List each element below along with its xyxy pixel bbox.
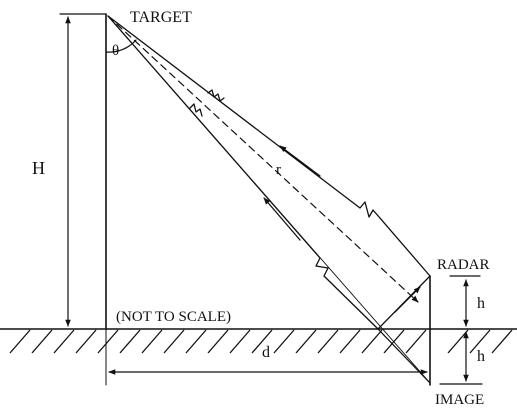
reflected-ray — [107, 15, 379, 330]
reflected-ray-arrow — [263, 197, 301, 241]
image-extension-line — [377, 328, 431, 384]
radar-label: RADAR — [437, 257, 490, 273]
h-upper-label: h — [477, 295, 485, 312]
direct-ray-wave — [207, 89, 225, 102]
distance-d-label: d — [262, 344, 270, 361]
image-label: IMAGE — [435, 392, 484, 408]
range-r-label: r — [276, 162, 281, 178]
ground-hatching — [9, 329, 513, 354]
range-r-dashed-line — [107, 15, 419, 303]
ground-surface — [0, 328, 517, 354]
direct-ray-arrow — [279, 145, 321, 177]
reflected-ray-wave — [189, 103, 203, 117]
target-label: TARGET — [130, 9, 192, 26]
theta-label: θ — [112, 43, 119, 59]
not-to-scale-note: (NOT TO SCALE) — [116, 309, 231, 325]
theta-arc — [105, 39, 137, 53]
height-H-label: H — [32, 158, 45, 178]
ground-to-radar-arrow — [394, 286, 421, 313]
target-to-image-line — [107, 15, 431, 384]
h-lower-label: h — [477, 348, 485, 365]
direct-ray — [107, 15, 431, 277]
